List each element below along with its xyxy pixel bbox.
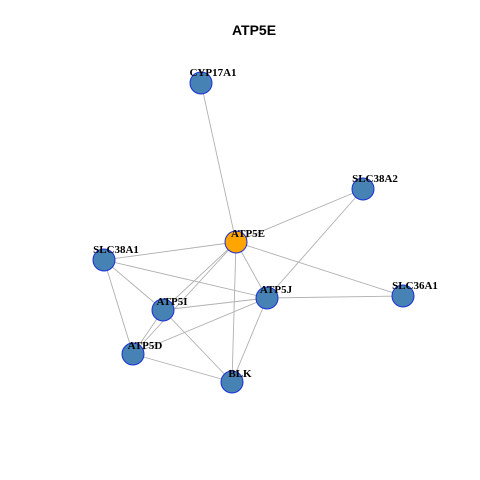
- edge-atp5e-atp5i: [162, 241, 237, 311]
- node-label-slc38a2: SLC38A2: [352, 173, 398, 185]
- node-label-cyp17a1: CYP17A1: [189, 67, 236, 79]
- edge-atp5j-atp5d: [132, 297, 268, 355]
- node-circle-cyp17a1: [189, 71, 213, 95]
- edge-slc38a2-atp5j: [266, 188, 364, 299]
- node-label-blk: BLK: [228, 368, 252, 380]
- node-circle-slc36a1: [391, 284, 415, 308]
- node-label-slc38a1: SLC38A1: [93, 244, 139, 256]
- node-label-slc36a1: SLC36A1: [392, 280, 438, 292]
- node-slc36a1: SLC36A1: [391, 280, 438, 308]
- node-circle-atp5i: [151, 298, 175, 322]
- node-slc38a1: SLC38A1: [92, 244, 139, 272]
- node-circle-atp5j: [255, 286, 279, 310]
- node-atp5d: ATP5D: [121, 340, 163, 366]
- edge-atp5e-atp5d: [132, 241, 237, 355]
- edge-layer: [103, 82, 404, 383]
- edge-atp5j-blk: [231, 297, 268, 383]
- node-circle-atp5e: [224, 230, 248, 254]
- node-label-atp5e: ATP5E: [231, 228, 265, 240]
- node-circle-slc38a2: [351, 177, 375, 201]
- edge-atp5e-slc38a2: [235, 188, 364, 243]
- node-circle-slc38a1: [92, 248, 116, 272]
- edge-slc38a1-atp5d: [103, 259, 134, 355]
- node-slc38a2: SLC38A2: [351, 173, 398, 201]
- edge-atp5e-cyp17a1: [200, 82, 237, 243]
- edge-atp5j-slc36a1: [266, 295, 404, 299]
- node-blk: BLK: [220, 368, 252, 394]
- diagram-title: ATP5E: [232, 22, 276, 38]
- edge-atp5i-blk: [162, 309, 233, 383]
- node-atp5i: ATP5I: [151, 296, 188, 322]
- edge-slc38a1-atp5j: [103, 259, 268, 299]
- node-atp5e: ATP5E: [224, 228, 265, 254]
- edge-atp5j-atp5i: [162, 297, 268, 311]
- node-label-atp5j: ATP5J: [260, 284, 293, 296]
- node-cyp17a1: CYP17A1: [189, 67, 237, 95]
- node-atp5j: ATP5J: [255, 284, 293, 310]
- node-circle-atp5d: [121, 342, 145, 366]
- edge-atp5d-blk: [132, 353, 233, 383]
- node-label-atp5i: ATP5I: [157, 296, 188, 308]
- edge-atp5e-slc36a1: [235, 241, 404, 297]
- node-label-atp5d: ATP5D: [128, 340, 163, 352]
- node-circle-blk: [220, 370, 244, 394]
- edge-slc38a1-atp5i: [103, 259, 164, 311]
- edge-atp5e-slc38a1: [103, 241, 237, 261]
